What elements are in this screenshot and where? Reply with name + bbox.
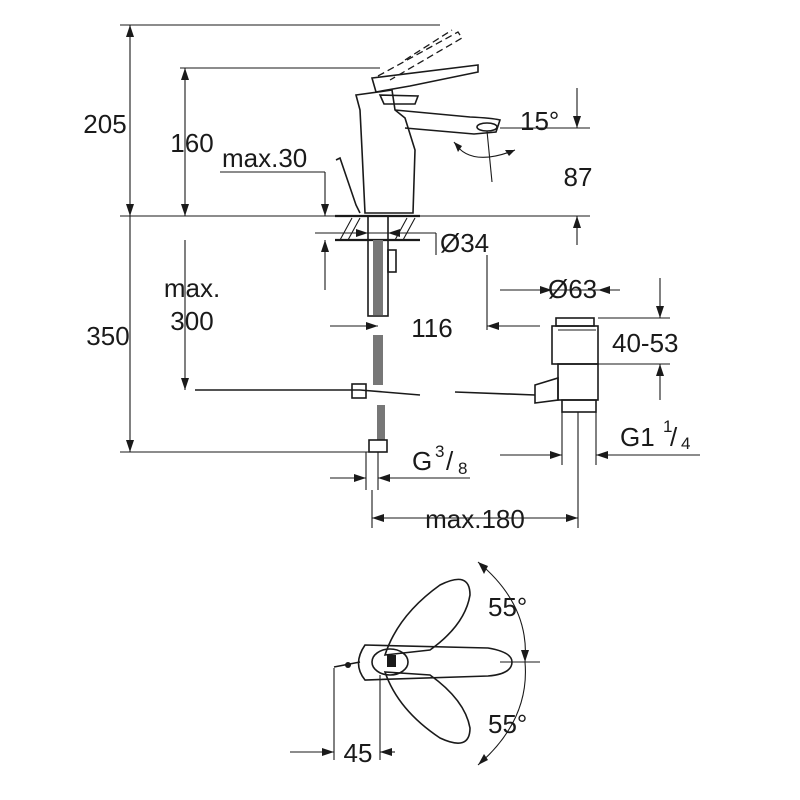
- side-view: 205 160 max.30 15° 87 Ø34 max. 300 350 1…: [83, 24, 700, 534]
- label-87: 87: [564, 162, 593, 192]
- waste-assembly: [534, 317, 599, 413]
- label-angle-lower: 55°: [488, 709, 527, 739]
- label-max: max.: [164, 273, 220, 303]
- label-205: 205: [83, 109, 126, 139]
- popup-knob: [345, 662, 351, 668]
- angle-arc-lower: [477, 661, 526, 766]
- aerator-mark: [387, 655, 396, 667]
- lever-base: [378, 94, 420, 105]
- label-160: 160: [170, 128, 213, 158]
- angle-arc-15: [453, 141, 516, 158]
- label-thread-waste: G1 1 / 4: [620, 417, 690, 453]
- label-angle-15: 15°: [520, 106, 559, 136]
- label-350: 350: [86, 321, 129, 351]
- popup-rod: [335, 156, 361, 214]
- supply-connector: [368, 439, 388, 453]
- faucet-body: [354, 89, 416, 214]
- svg-text:/: /: [446, 446, 454, 476]
- label-116: 116: [411, 313, 452, 343]
- label-45: 45: [344, 738, 373, 768]
- svg-text:3: 3: [435, 442, 444, 461]
- lever-upper-position: [383, 578, 471, 656]
- label-40-53: 40-53: [612, 328, 679, 358]
- lever-open-dashed: [377, 31, 463, 81]
- linkage-clip: [351, 383, 367, 399]
- lever-center-position: [357, 644, 513, 681]
- faucet-lever: [370, 64, 479, 93]
- top-view: 55° 55° 45: [290, 561, 540, 768]
- label-max-30: max.30: [222, 143, 307, 173]
- label-300: 300: [170, 306, 213, 336]
- linkage-rod: [359, 389, 421, 396]
- svg-text:G: G: [412, 446, 432, 476]
- label-angle-upper: 55°: [488, 592, 527, 622]
- worktop-hatch: [339, 217, 416, 241]
- svg-text:/: /: [670, 422, 678, 452]
- spout-aerator: [476, 122, 498, 132]
- lever-lower-position: [383, 671, 471, 744]
- hose-braid: [373, 240, 385, 440]
- label-diameter-34: Ø34: [440, 228, 489, 258]
- faucet-body-top: [371, 648, 409, 676]
- svg-text:G1: G1: [620, 422, 655, 452]
- fixing-nut: [387, 249, 397, 273]
- label-diameter-63: Ø63: [548, 274, 597, 304]
- label-max-180: max.180: [425, 504, 525, 534]
- svg-text:8: 8: [458, 459, 467, 478]
- svg-text:1: 1: [663, 417, 672, 436]
- svg-text:4: 4: [681, 434, 690, 453]
- label-thread-supply: G 3 / 8: [412, 442, 467, 478]
